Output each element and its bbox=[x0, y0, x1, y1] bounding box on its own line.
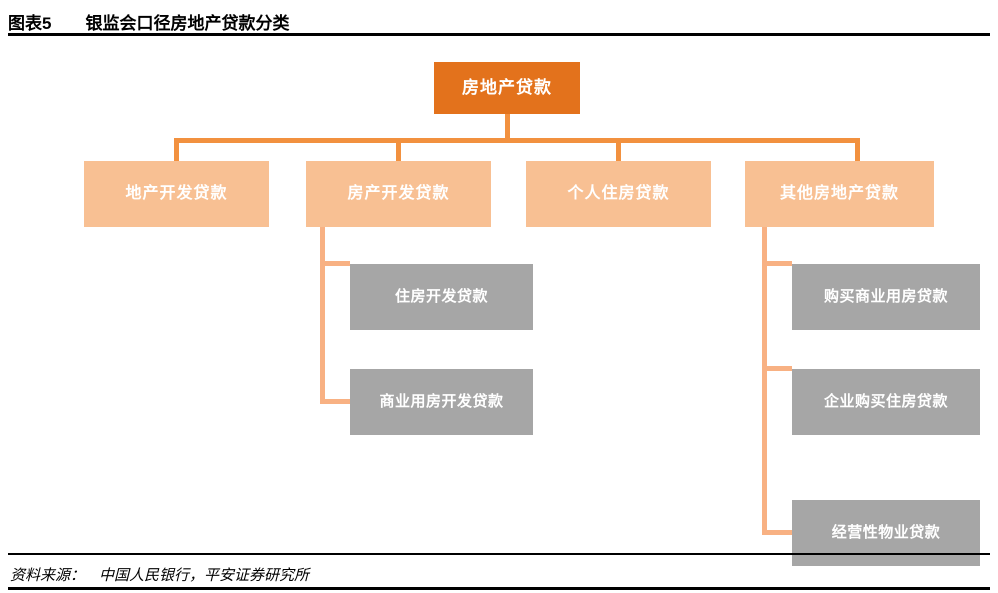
node-label: 商业用房开发贷款 bbox=[379, 392, 504, 410]
connector-root-drop bbox=[505, 114, 510, 138]
source-label: 资料来源： bbox=[10, 566, 86, 584]
diagram-canvas: 房地产贷款 地产开发贷款 房产开发贷款 个人住房贷款 其他房地产贷款 住房开发贷… bbox=[0, 36, 998, 566]
connector-horizontal-bus bbox=[174, 138, 860, 143]
connector-branch-d-elbow-1 bbox=[762, 261, 792, 266]
node-residential-development-loans[interactable]: 住房开发贷款 bbox=[350, 264, 533, 330]
node-label: 企业购买住房贷款 bbox=[823, 392, 948, 410]
node-corporate-housing-purchase-loans[interactable]: 企业购买住房贷款 bbox=[792, 369, 980, 435]
node-label: 经营性物业贷款 bbox=[831, 523, 941, 541]
connector-branch-b-spine bbox=[320, 227, 325, 404]
node-operating-property-loans[interactable]: 经营性物业贷款 bbox=[792, 500, 980, 566]
node-label: 房地产贷款 bbox=[462, 77, 552, 97]
connector-branch-b-elbow-2 bbox=[320, 399, 350, 404]
page-title: 银监会口径房地产贷款分类 bbox=[85, 13, 290, 33]
connector-drop-1 bbox=[174, 138, 179, 161]
node-label: 购买商业用房贷款 bbox=[823, 287, 948, 305]
connector-drop-2 bbox=[396, 138, 401, 161]
connector-branch-d-elbow-3 bbox=[762, 530, 792, 535]
footer-divider-bottom bbox=[8, 587, 990, 590]
connector-branch-d-elbow-2 bbox=[762, 366, 792, 371]
source-note: 资料来源： 中国人民银行，平安证券研究所 bbox=[10, 562, 950, 586]
footer-divider-top bbox=[8, 553, 990, 555]
node-label: 住房开发贷款 bbox=[394, 287, 488, 305]
node-property-development-loans[interactable]: 房产开发贷款 bbox=[306, 161, 491, 227]
figure-header: 图表5 银监会口径房地产贷款分类 bbox=[8, 6, 990, 36]
node-purchase-commercial-property-loans[interactable]: 购买商业用房贷款 bbox=[792, 264, 980, 330]
node-personal-housing-loans[interactable]: 个人住房贷款 bbox=[526, 161, 711, 227]
node-label: 个人住房贷款 bbox=[567, 185, 670, 203]
node-label: 房产开发贷款 bbox=[347, 185, 450, 203]
node-commercial-property-development-loans[interactable]: 商业用房开发贷款 bbox=[350, 369, 533, 435]
node-other-real-estate-loans[interactable]: 其他房地产贷款 bbox=[745, 161, 934, 227]
connector-branch-b-elbow-1 bbox=[320, 261, 350, 266]
figure-index: 图表5 bbox=[8, 13, 52, 33]
header-divider bbox=[8, 33, 990, 36]
node-land-development-loans[interactable]: 地产开发贷款 bbox=[84, 161, 269, 227]
source-value: 中国人民银行，平安证券研究所 bbox=[99, 566, 310, 584]
connector-branch-d-spine bbox=[762, 227, 767, 535]
node-root-real-estate-loans[interactable]: 房地产贷款 bbox=[434, 62, 580, 114]
connector-drop-4 bbox=[855, 138, 860, 161]
node-label: 地产开发贷款 bbox=[125, 185, 228, 203]
node-label: 其他房地产贷款 bbox=[779, 185, 899, 203]
connector-drop-3 bbox=[616, 138, 621, 161]
